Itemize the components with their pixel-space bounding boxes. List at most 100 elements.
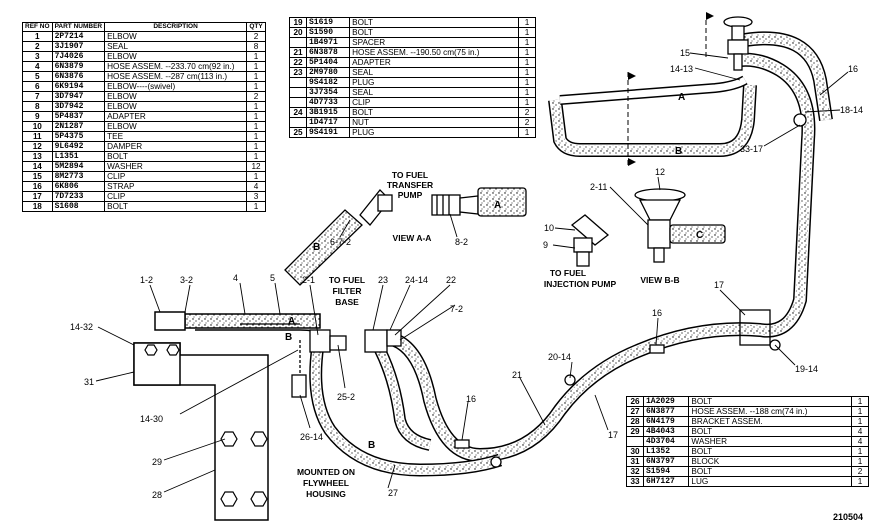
description: BLOCK <box>688 456 852 467</box>
description: CLIP <box>104 190 247 202</box>
callout-labels: 1-2 3-2 4 5 2-1 23 24-14 22 7-2 14-32 31… <box>70 48 863 500</box>
quantity: 1 <box>246 110 266 122</box>
part-number: 5P4837 <box>51 110 106 122</box>
letter-c-view: C <box>696 230 703 241</box>
part-number: 1D4717 <box>305 117 351 128</box>
part-number: S1619 <box>305 17 351 28</box>
letter-b-loop: B <box>675 146 682 157</box>
callout-29: 29 <box>152 457 162 467</box>
description: BOLT <box>349 17 519 28</box>
callout-33-17: 33-17 <box>740 144 763 154</box>
ref-number: 20 <box>289 27 307 38</box>
caption-to-fuel-injection-1: TO FUEL <box>550 268 586 278</box>
quantity: 2 <box>851 466 869 477</box>
hose-letters: A B A B A B C B <box>285 92 703 451</box>
callout-7-2: 7-2 <box>450 304 463 314</box>
description: ELBOW <box>104 120 247 132</box>
description: BRACKET ASSEM. <box>688 416 852 427</box>
quantity: 1 <box>851 446 869 457</box>
part-number: 6N3797 <box>642 456 690 467</box>
letter-b-hose5: B <box>285 332 292 343</box>
callout-31: 31 <box>84 377 94 387</box>
quantity: 1 <box>246 140 266 152</box>
quantity: 2 <box>518 117 536 128</box>
callout-17-a: 17 <box>714 280 724 290</box>
callout-5: 5 <box>270 273 275 283</box>
part-number: 6K9194 <box>51 80 106 92</box>
ref-number: 9 <box>22 110 53 122</box>
ref-number: 8 <box>22 100 53 112</box>
leader-lines <box>95 52 849 493</box>
part-number: 6N4179 <box>642 416 690 427</box>
part-number: 1A2029 <box>642 396 690 407</box>
description: STRAP <box>104 180 247 192</box>
callout-2-1: 2-1 <box>302 275 315 285</box>
callout-21: 21 <box>512 370 522 380</box>
part-number: 8M2773 <box>51 170 106 182</box>
quantity: 1 <box>851 456 869 467</box>
description: HOSE ASSEM. --190.50 cm(75 in.) <box>349 47 519 58</box>
description: BOLT <box>349 107 519 118</box>
callout-16-b: 16 <box>652 308 662 318</box>
part-number: 4D3704 <box>642 436 690 447</box>
callout-19-14: 19-14 <box>795 364 818 374</box>
callout-23: 23 <box>378 275 388 285</box>
quantity: 4 <box>851 436 869 447</box>
callout-20-14: 20-14 <box>548 352 571 362</box>
caption-to-fuel-transfer-3: PUMP <box>398 190 423 200</box>
description: SEAL <box>349 67 519 78</box>
callout-27: 27 <box>388 488 398 498</box>
description: LUG <box>688 476 852 487</box>
quantity: 1 <box>851 406 869 417</box>
quantity: 4 <box>851 426 869 437</box>
letter-a-view: A <box>494 200 501 211</box>
callout-24-14: 24-14 <box>405 275 428 285</box>
part-number: 6N3877 <box>642 406 690 417</box>
description: CLIP <box>349 97 519 108</box>
description: ELBOW----(swivel) <box>104 80 247 92</box>
ref-number: 11 <box>22 130 53 142</box>
quantity: 1 <box>518 77 536 88</box>
ref-number: 5 <box>22 70 53 82</box>
header-qty: QTY <box>246 22 266 32</box>
callout-6-7-2: 6-7-2 <box>330 237 351 247</box>
ref-number: 17 <box>22 190 53 202</box>
hose-27 <box>309 344 503 477</box>
figure-number: 210504 <box>833 512 863 522</box>
ref-number: 13 <box>22 150 53 162</box>
damper-top <box>723 16 753 71</box>
quantity: 1 <box>246 130 266 142</box>
callout-14-30: 14-30 <box>140 414 163 424</box>
ref-number: 15 <box>22 170 53 182</box>
caption-view-aa: VIEW A-A <box>393 233 432 243</box>
caption-to-fuel-injection-2: INJECTION PUMP <box>544 279 617 289</box>
description: TEE <box>104 130 247 142</box>
ref-number: 3 <box>22 50 53 62</box>
ref-number: 27 <box>626 406 644 417</box>
letter-a-loop: A <box>678 92 685 103</box>
part-number: 5M2894 <box>51 160 106 172</box>
injection-pump-fitting <box>570 214 610 267</box>
ref-number: 31 <box>626 456 644 467</box>
description: ADAPTER <box>104 110 247 122</box>
ref-number: 28 <box>626 416 644 427</box>
caption-mounted-on-1: MOUNTED ON <box>297 467 355 477</box>
ref-number: 25 <box>289 127 307 138</box>
part-number: 2M9780 <box>305 67 351 78</box>
hose-b-lower <box>374 347 432 451</box>
ref-number: 12 <box>22 140 53 152</box>
callout-16-c: 16 <box>848 64 858 74</box>
